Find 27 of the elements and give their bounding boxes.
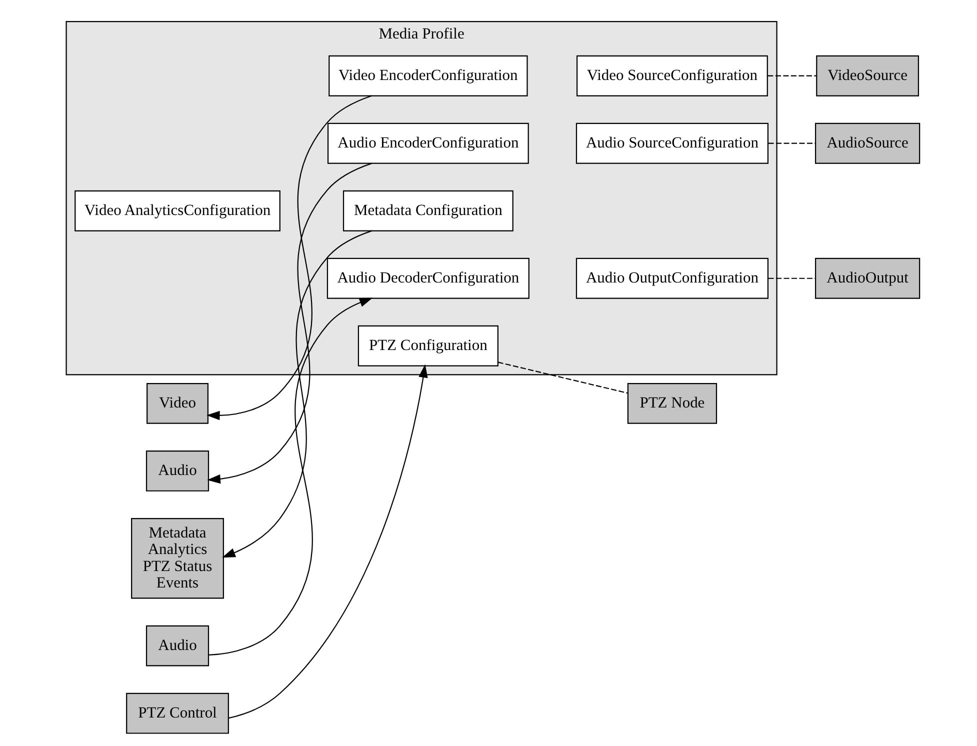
node-box: Video — [146, 382, 208, 424]
connector — [768, 75, 816, 76]
node-box: Audio SourceConfiguration — [576, 122, 768, 164]
node-box: PTZ Control — [126, 692, 229, 734]
node-box: Video EncoderConfiguration — [328, 55, 528, 96]
node-box: Metadata Configuration — [342, 190, 514, 232]
connector — [768, 278, 816, 279]
node-box: AudioOutput — [814, 258, 920, 299]
connector — [498, 362, 628, 394]
arrow — [206, 95, 372, 420]
node-box: PTZ Configuration — [358, 325, 498, 366]
connector — [768, 142, 816, 144]
node-box: PTZ Node — [627, 382, 718, 424]
arrow — [222, 230, 372, 558]
node-box: Audio EncoderConfiguration — [327, 122, 529, 164]
node-box: VideoSource — [816, 55, 920, 96]
node-box: Video AnalyticsConfiguration — [74, 190, 280, 232]
node-box: Audio — [146, 625, 210, 666]
node-box: Audio — [146, 450, 210, 492]
node-box: Audio OutputConfiguration — [576, 258, 768, 299]
node-box: AudioSource — [814, 122, 920, 164]
arrow — [207, 162, 372, 484]
arrow — [228, 364, 428, 719]
arrow — [208, 298, 373, 656]
node-box: Metadata Analytics PTZ Status Events — [131, 518, 224, 599]
node-box: Video SourceConfiguration — [576, 55, 768, 96]
node-box: Audio DecoderConfiguration — [326, 258, 530, 299]
